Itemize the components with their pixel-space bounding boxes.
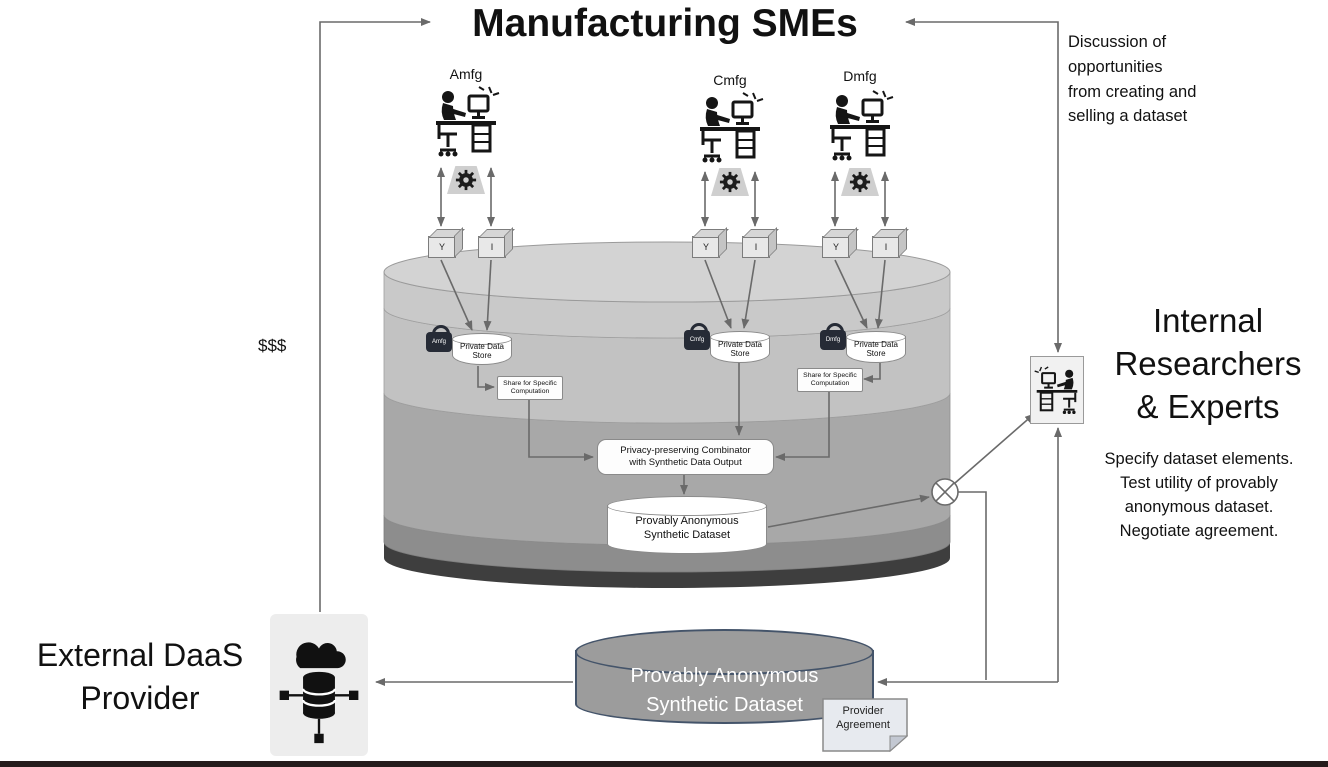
cube-label: I <box>754 242 758 252</box>
sme-label-amfg: Amfg <box>449 66 483 82</box>
discussion-note: Discussion of opportunities from creatin… <box>1068 33 1197 126</box>
store-label: Private Data Store <box>717 340 763 359</box>
share-label: Share for Specific Computation <box>503 379 557 395</box>
researcher-icon <box>1030 356 1084 424</box>
external-daas-label: External DaaS Provider <box>36 637 244 717</box>
external-daas-icon <box>270 614 368 756</box>
share-computation-box: Share for Specific Computation <box>797 368 863 392</box>
worker-icon <box>696 90 764 164</box>
synthetic-dataset-cylinder: Provably Anonymous Synthetic Dataset <box>606 496 767 554</box>
data-cube: Y <box>822 236 850 258</box>
data-cube: Y <box>428 236 456 258</box>
synthetic-dataset-label: Provably Anonymous Synthetic Dataset <box>635 515 739 542</box>
lock-icon: Dmfg <box>820 323 846 350</box>
researcher-tasks-note: Specify dataset elements. Test utility o… <box>1104 450 1294 540</box>
cube-label: Y <box>438 242 445 252</box>
lock-label: Dmfg <box>825 337 841 343</box>
sme-label-cmfg: Cmfg <box>713 72 747 88</box>
data-cube: Y <box>692 236 720 258</box>
lock-icon: Amfg <box>426 325 452 352</box>
lock-label: Cmfg <box>689 337 705 343</box>
circled-x-connector-icon <box>931 478 959 506</box>
combinator-label: Privacy-preserving Combinator with Synth… <box>620 444 751 468</box>
store-label: Private Data Store <box>853 340 899 359</box>
privacy-combinator-box: Privacy-preserving Combinator with Synth… <box>597 439 774 475</box>
lock-label: Amfg <box>431 339 446 345</box>
share-label: Share for Specific Computation <box>803 371 857 387</box>
page-title: Manufacturing SMEs <box>472 2 858 45</box>
private-data-store: Private Data Store <box>846 331 906 363</box>
provider-agreement-note <box>822 698 908 752</box>
internal-researchers-label: Internal Researchers & Experts <box>1114 302 1302 425</box>
cube-label: Y <box>702 242 709 252</box>
data-cube: I <box>742 236 770 258</box>
provider-agreement-label: Provider Agreement <box>836 705 890 732</box>
worker-icon <box>826 88 894 162</box>
store-label: Private Data Store <box>459 342 505 361</box>
bottom-edge-bar <box>0 761 1328 767</box>
private-data-store: Private Data Store <box>710 331 770 363</box>
cube-label: Y <box>832 242 839 252</box>
worker-icon <box>432 84 500 158</box>
private-data-store: Private Data Store <box>452 333 512 365</box>
share-computation-box: Share for Specific Computation <box>497 376 563 400</box>
sme-label-dmfg: Dmfg <box>843 68 877 84</box>
lock-icon: Cmfg <box>684 323 710 350</box>
published-dataset-label: Provably Anonymous Synthetic Dataset <box>630 665 819 716</box>
cube-label: I <box>884 242 888 252</box>
payment-label: $$$ <box>258 336 287 355</box>
data-cube: I <box>478 236 506 258</box>
cube-label: I <box>490 242 494 252</box>
connector-arrows <box>319 18 1062 686</box>
data-cube: I <box>872 236 900 258</box>
